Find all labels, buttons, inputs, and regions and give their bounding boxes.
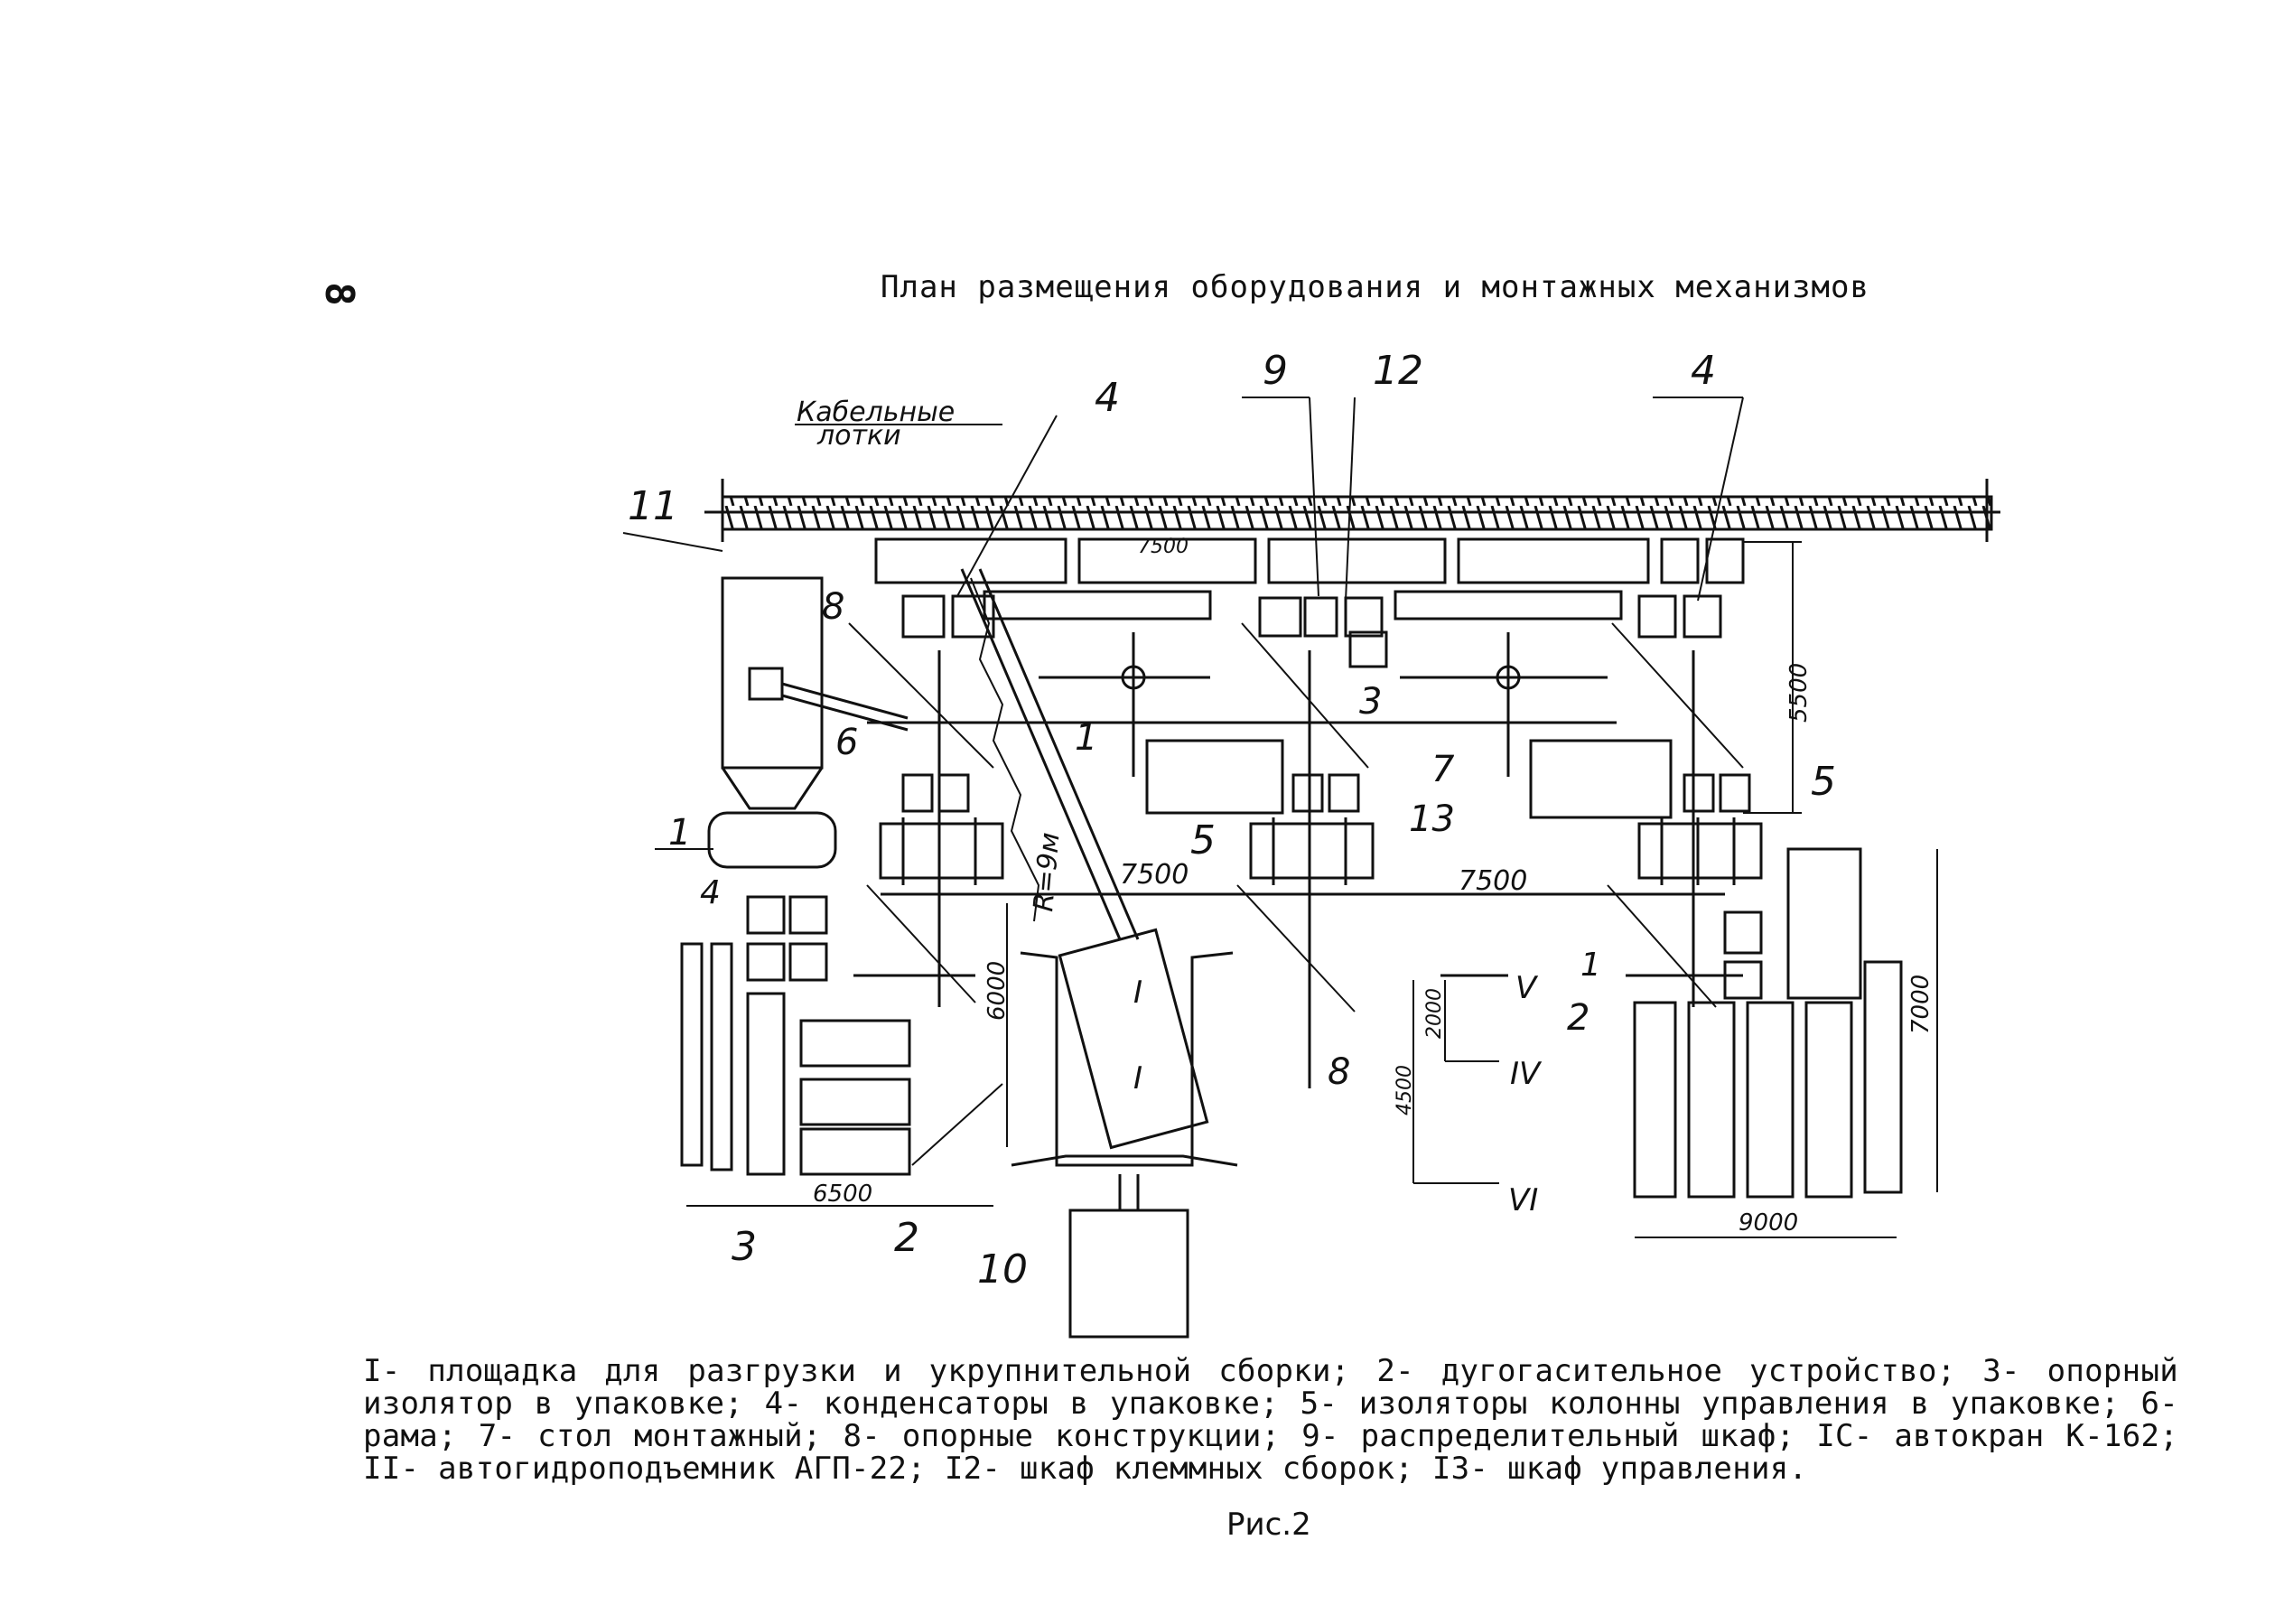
- label-8-bottom: 8: [1328, 1051, 1350, 1093]
- label-2-bottom: 2: [894, 1215, 919, 1261]
- control-cabinets: [901, 773, 1751, 813]
- label-4-top-left: 4: [1095, 375, 1120, 421]
- label-5-left: 5: [1190, 817, 1216, 863]
- crane-boom: [960, 568, 1140, 940]
- label-5-right: 5: [1811, 759, 1836, 805]
- dim-7000: 7000: [1907, 975, 1934, 1034]
- label-3-bottom: 3: [732, 1224, 757, 1270]
- label-4-top-right: 4: [1691, 348, 1716, 394]
- label-4-left: 4: [700, 874, 721, 911]
- label-roman-1a: I: [1133, 975, 1142, 1011]
- leader-lines: [622, 397, 1744, 1166]
- truck-crane-k-162: [1011, 928, 1238, 1339]
- dim-7500-right: 7500: [1459, 865, 1527, 897]
- axis-lines: [853, 650, 1743, 1088]
- dim-9000: 9000: [1739, 1209, 1798, 1237]
- label-roman-1b: I: [1133, 1060, 1142, 1097]
- label-6: 6: [835, 722, 858, 763]
- dim-7500-left: 7500: [1120, 859, 1189, 891]
- left-storage-area: [680, 895, 911, 1176]
- dim-6000: 6000: [984, 961, 1011, 1021]
- dim-2000: 2000: [1423, 988, 1446, 1039]
- aerial-lift-agp-22: [707, 576, 909, 869]
- plan-title: План размещения оборудования и монтажных…: [881, 269, 1869, 305]
- label-7: 7: [1431, 749, 1455, 790]
- dimension-lines: [686, 541, 1938, 1238]
- label-cable-trays-2: лотки: [816, 420, 901, 452]
- label-10: 10: [977, 1246, 1028, 1293]
- dim-5500: 5500: [1785, 663, 1813, 723]
- label-roman-4: IV: [1510, 1056, 1543, 1092]
- figure-caption: Рис.2: [1226, 1507, 1311, 1543]
- dim-4500: 4500: [1394, 1065, 1416, 1115]
- label-1-right: 1: [1580, 947, 1601, 984]
- label-2-right: 2: [1567, 997, 1589, 1039]
- label-11: 11: [628, 483, 678, 529]
- label-13: 13: [1409, 798, 1455, 840]
- label-roman-5: V: [1515, 970, 1539, 1006]
- label-1-left: 1: [668, 812, 691, 854]
- label-8-top: 8: [822, 586, 844, 628]
- legend-text: I- площадка для разгрузки и укрупнительн…: [363, 1353, 2178, 1487]
- cable-tray-row: [704, 479, 2000, 542]
- right-storage-area: [1633, 910, 1903, 1199]
- control-column-insulators: [1145, 739, 1862, 1000]
- top-row-packages: [874, 537, 1745, 668]
- dim-7500-top: 7500: [1138, 536, 1189, 558]
- dim-6500: 6500: [813, 1181, 872, 1208]
- label-3-mid: 3: [1359, 681, 1382, 723]
- label-12: 12: [1373, 348, 1423, 394]
- label-1-mid: 1: [1075, 717, 1097, 759]
- support-structures: [848, 622, 1744, 1013]
- label-cable-trays-1: Кабельные: [797, 397, 955, 428]
- label-crane-radius: R=9м: [1028, 831, 1067, 912]
- mounting-tables: [1039, 632, 1608, 777]
- label-9: 9: [1263, 348, 1288, 394]
- label-roman-6: VI: [1508, 1182, 1538, 1218]
